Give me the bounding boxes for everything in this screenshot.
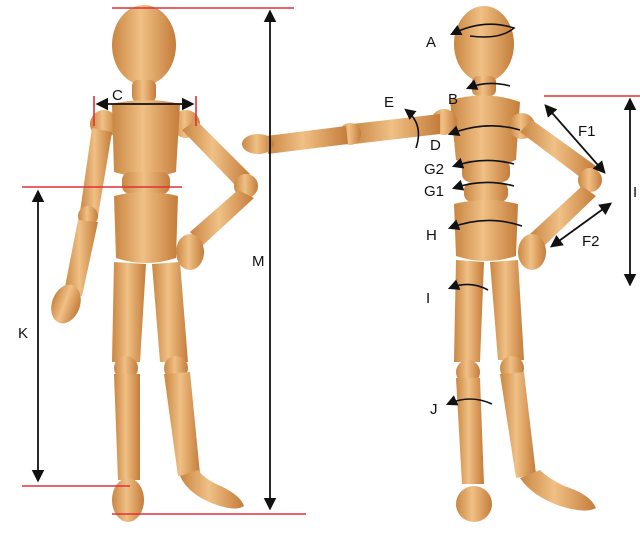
front-right-shin [164, 372, 200, 476]
label-j: J [430, 401, 438, 418]
front-left-foot [112, 478, 144, 522]
label-g1: G1 [424, 183, 444, 200]
side-hips [454, 200, 518, 261]
label-d: D [430, 137, 441, 154]
side-right-shin [500, 372, 536, 478]
label-h: H [426, 227, 437, 244]
front-left-shin [114, 374, 140, 480]
label-i-right: I [633, 184, 637, 201]
front-left-upper-arm [80, 128, 112, 216]
label-c: C [112, 87, 123, 104]
label-e: E [384, 94, 394, 111]
front-left-thigh [112, 262, 146, 362]
front-head [112, 5, 176, 85]
front-hips [114, 192, 178, 263]
front-left-forearm [64, 220, 98, 296]
label-m: M [252, 253, 265, 270]
label-a: A [426, 34, 436, 51]
side-abdomen [462, 160, 510, 182]
label-f2: F2 [582, 233, 600, 250]
side-right-foot [520, 470, 596, 511]
side-left-foot [456, 486, 492, 522]
side-head [454, 6, 514, 82]
label-k: K [18, 325, 28, 342]
side-mannequin [242, 6, 602, 522]
front-right-forearm [190, 190, 254, 246]
side-waist [464, 182, 508, 202]
front-chest [112, 100, 180, 177]
side-hip-hand [518, 234, 546, 270]
side-left-shin [456, 378, 484, 484]
front-right-foot [180, 470, 244, 509]
label-b: B [448, 91, 458, 108]
side-pointing-upper-arm [352, 114, 440, 144]
label-f1: F1 [578, 123, 596, 140]
label-g2: G2 [424, 161, 444, 178]
side-right-thigh [490, 260, 524, 360]
front-neck [132, 80, 156, 102]
label-i-leg: I [426, 290, 430, 307]
front-waist [122, 172, 170, 194]
side-pointing-forearm [266, 126, 348, 154]
front-mannequin [46, 5, 258, 522]
side-left-thigh [454, 260, 484, 362]
front-right-thigh [152, 262, 188, 362]
